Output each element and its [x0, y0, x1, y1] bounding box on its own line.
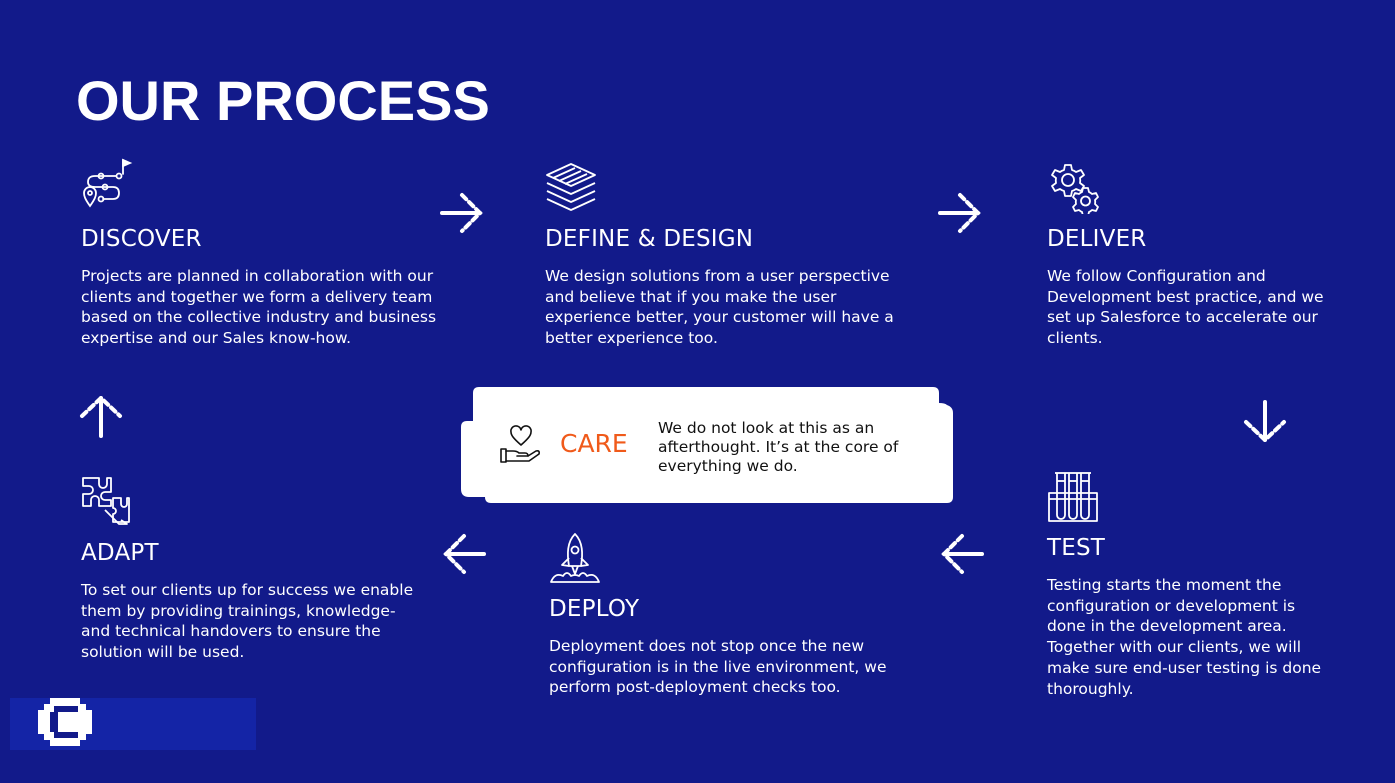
step-title: DELIVER	[1047, 226, 1147, 252]
company-logo-icon	[38, 698, 92, 746]
care-label: CARE	[560, 429, 628, 458]
step-deliver: DELIVER We follow Configuration and Deve…	[1047, 162, 1347, 349]
puzzle-icon	[82, 477, 130, 525]
test-tubes-icon	[1048, 472, 1098, 522]
step-deploy: DEPLOY Deployment does not stop once the…	[549, 532, 919, 698]
step-description: To set our clients up for success we ena…	[81, 581, 414, 662]
gears-icon	[1051, 164, 1099, 214]
step-adapt: ADAPT To set our clients up for success …	[81, 476, 421, 663]
step-description: Deployment does not stop once the new co…	[549, 637, 887, 697]
rocket-icon	[550, 533, 600, 583]
step-description: We follow Configuration and Development …	[1047, 267, 1324, 348]
step-title: DEPLOY	[549, 596, 640, 622]
care-card-background	[461, 387, 953, 503]
arrow-down-icon	[1244, 400, 1286, 443]
step-define-design: DEFINE & DESIGN We design solutions from…	[545, 162, 925, 349]
step-description: Testing starts the moment the configurat…	[1047, 576, 1322, 698]
step-title: ADAPT	[81, 540, 159, 566]
roadmap-icon	[83, 158, 133, 208]
arrow-right-icon	[938, 193, 981, 233]
step-title: DEFINE & DESIGN	[545, 226, 754, 252]
arrow-right-icon	[440, 193, 483, 233]
step-title: DISCOVER	[81, 226, 202, 252]
heart-hand-icon	[500, 425, 540, 463]
step-description: We design solutions from a user perspect…	[545, 267, 894, 348]
arrow-up-icon	[80, 395, 122, 438]
step-test: TEST Testing starts the moment the confi…	[1047, 471, 1347, 699]
step-description: Projects are planned in collaboration wi…	[81, 267, 437, 348]
step-discover: DISCOVER Projects are planned in collabo…	[81, 156, 471, 349]
step-title: TEST	[1047, 535, 1106, 561]
care-card: CARE We do not look at this as an aftert…	[461, 387, 953, 503]
layers-icon	[546, 163, 596, 211]
page-title: OUR PROCESS	[76, 69, 490, 132]
arrow-left-icon	[941, 534, 984, 574]
arrow-left-icon	[443, 534, 486, 574]
care-description: We do not look at this as an afterthough…	[658, 419, 899, 475]
